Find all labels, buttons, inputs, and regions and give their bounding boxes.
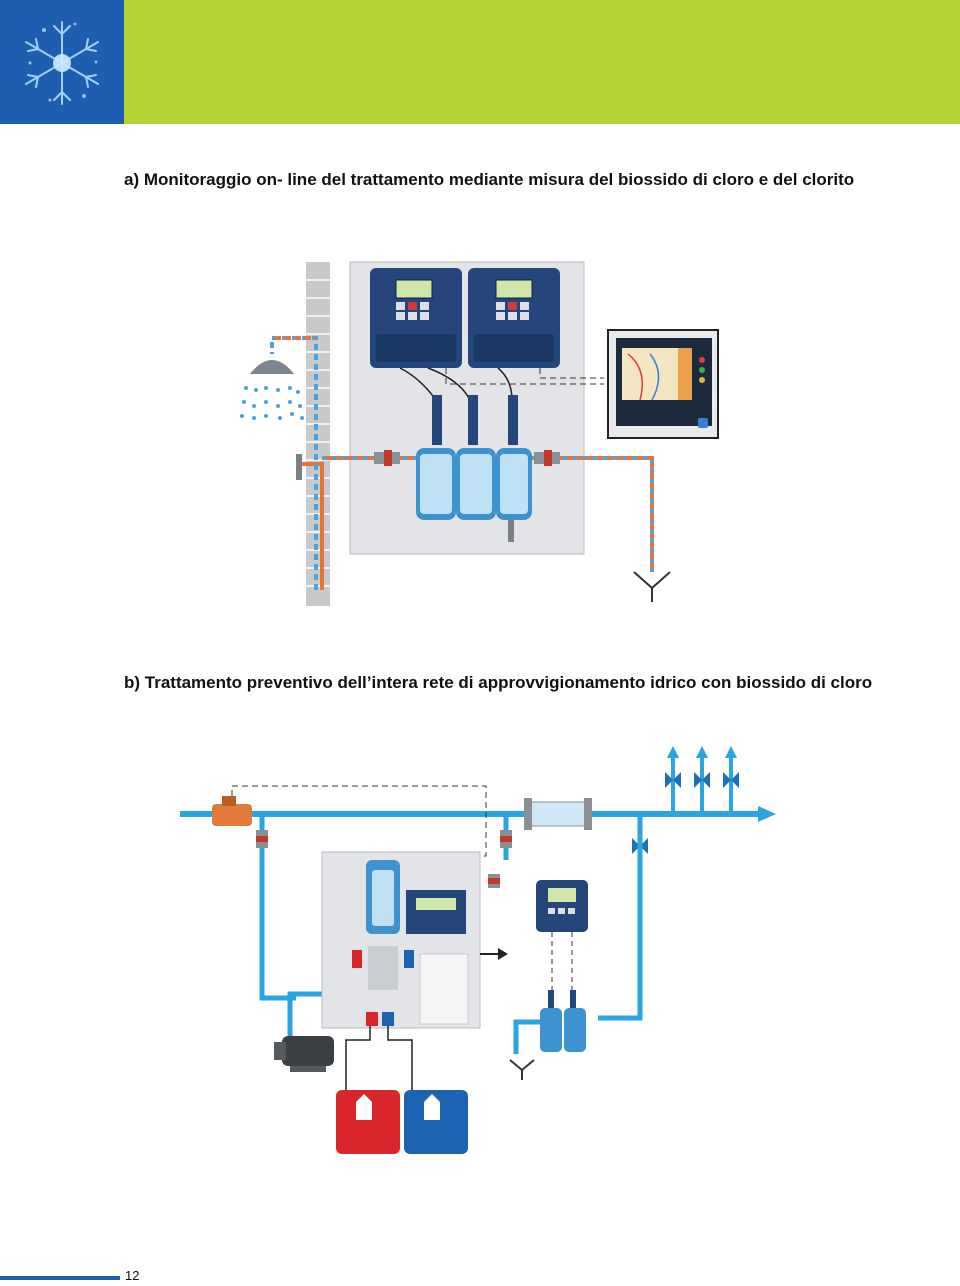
section-a-title: a) Monitoraggio on- line del trattamento…: [124, 170, 855, 189]
dosing-system-panel-icon: [321, 851, 481, 1029]
pump-icon: [274, 1036, 334, 1072]
controller-unit-icon: [468, 268, 560, 368]
valve-icon: [256, 830, 512, 888]
chemical-tank-blue-icon: [404, 1090, 468, 1154]
header-band: [0, 0, 960, 124]
chemical-tank-red-icon: [336, 1090, 400, 1154]
chart-recorder-icon: [607, 329, 719, 439]
logo: [0, 0, 124, 124]
sensor-flow-cell-icon: [416, 395, 532, 542]
drain-icon: [509, 1059, 535, 1080]
water-meter-icon: [212, 796, 252, 826]
static-mixer-icon: [524, 798, 592, 830]
page-number: 12: [125, 1268, 140, 1283]
shower-head-icon: [240, 360, 304, 420]
section-b-title: b) Trattamento preventivo dell’intera re…: [124, 673, 873, 692]
figure-a-monitoring-diagram: [0, 250, 960, 615]
snowflake-water-icon: [25, 21, 99, 105]
controller-unit-icon: [536, 880, 588, 932]
flow-direction-arrow-icon: [758, 806, 776, 822]
valve-icon: [374, 450, 560, 466]
sensor-flow-cell-icon: [540, 990, 586, 1052]
drain-icon: [633, 571, 671, 602]
figure-b-dosing-diagram: [0, 740, 960, 1160]
footer-rule: [0, 1276, 120, 1280]
controller-unit-icon: [370, 268, 462, 368]
